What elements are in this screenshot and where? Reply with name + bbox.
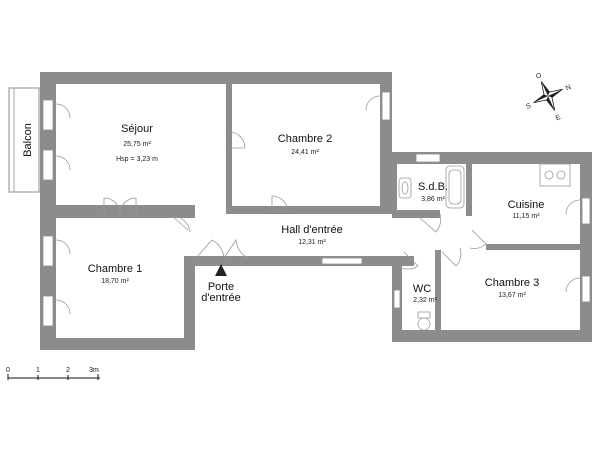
door-hall-cuisine (469, 229, 487, 249)
fixtures (398, 163, 571, 331)
door-hall-wc (401, 251, 419, 270)
room-area-cuisine: 11,15 m² (512, 213, 540, 220)
door-sejour-hall (103, 197, 137, 215)
walls (40, 72, 592, 350)
scale-tick-1: 1 (36, 367, 40, 374)
window-cuisine-right (581, 197, 591, 225)
kitchen-burner-1 (544, 170, 554, 180)
room-name-sejour: Séjour (121, 123, 153, 135)
compass-south: S (525, 102, 532, 110)
scale-tick-3: 3m (89, 367, 99, 374)
room-name-chambre1: Chambre 1 (88, 263, 142, 275)
room-name-cuisine: Cuisine (508, 199, 545, 211)
room-name-sdb: S.d.B. (418, 181, 448, 193)
room-area-wc: 2,32 m² (413, 297, 437, 304)
windows (42, 91, 591, 327)
window-chambre1-upper (42, 235, 54, 267)
room-area-chambre3: 13,67 m² (498, 292, 526, 299)
bathtub-inner (448, 169, 462, 205)
wall-chambre2-bottom (226, 206, 392, 214)
wall-cuisine-bottom (486, 244, 592, 250)
window-wc-left (393, 289, 401, 309)
entrance-label-line2: d'entrée (201, 292, 240, 304)
kitchen-burner-2 (556, 170, 566, 180)
balcony (8, 87, 40, 193)
door-hall-chambre3 (441, 247, 462, 267)
window-chambre3-right (581, 275, 591, 303)
wall-wc-chambre3 (435, 250, 441, 342)
room-area-chambre2: 24,41 m² (291, 149, 319, 156)
door-chambre2-window (365, 95, 381, 111)
room-name-wc: WC (413, 283, 431, 295)
wall-right-top (380, 152, 592, 164)
toilet-bowl (417, 317, 431, 331)
doors (55, 95, 581, 315)
room-name-chambre3: Chambre 3 (485, 277, 539, 289)
room-name-hall: Hall d'entrée (281, 224, 342, 236)
entrance-label-line1: Porte (208, 281, 234, 293)
room-area-sdb: 3,86 m² (421, 196, 445, 203)
room-labels: Séjour 25,75 m² Hsp = 3,23 m Chambre 2 2… (22, 123, 544, 304)
sdb-sink-bowl (401, 181, 409, 195)
window-sejour-top (42, 99, 54, 131)
entrance-arrow-icon (215, 264, 227, 276)
wall-left-upper (40, 72, 56, 212)
room-area-sejour: 25,75 m² (123, 141, 151, 148)
compass-north: N (565, 84, 573, 92)
wall-sdb-left (392, 164, 397, 214)
door-entrance (195, 238, 249, 259)
door-cuisine-window (565, 199, 581, 215)
door-hall-sdb (419, 213, 442, 233)
wall-sdb-cuisine (466, 152, 472, 216)
room-hsp-sejour: Hsp = 3,23 m (116, 156, 158, 163)
wall-hall-bottom (184, 256, 414, 266)
room-area-chambre1: 18,70 m² (101, 278, 129, 285)
balcony-label: Balcon (22, 123, 34, 157)
wc-tank (417, 311, 431, 319)
door-sejour-window (55, 103, 71, 171)
window-chambre2-right (381, 91, 391, 121)
door-hall-chambre1 (171, 215, 191, 233)
window-chambre1-lower (42, 295, 54, 327)
compass-rose: N E S O (525, 72, 573, 122)
scale-bar: 0 1 2 3m (6, 367, 100, 380)
wall-sejour-chambre1 (40, 205, 195, 218)
wall-left-lower (40, 205, 56, 350)
entrance-marker: Porte d'entrée (201, 264, 241, 304)
wall-chambre1-right (184, 258, 195, 350)
wall-sdb-bottom (392, 210, 440, 218)
door-chambre3-window (565, 277, 581, 293)
room-area-hall: 12,31 m² (298, 239, 326, 246)
wall-bottom-left (40, 338, 195, 350)
window-hall-bottom (321, 257, 363, 265)
door-chambre2-hall (271, 195, 289, 213)
room-name-chambre2: Chambre 2 (278, 133, 332, 145)
window-sejour-mid (42, 149, 54, 181)
wall-right-bottom (392, 330, 592, 342)
scale-tick-0: 0 (6, 367, 10, 374)
door-sejour-chambre2 (228, 131, 246, 149)
compass-west: O (535, 72, 543, 81)
kitchen-counter (539, 163, 571, 187)
window-sdb-top (415, 153, 441, 163)
door-chambre1-window (55, 239, 71, 315)
scale-tick-2: 2 (66, 367, 70, 374)
wall-top-left (40, 72, 392, 84)
compass-east: E (555, 114, 562, 122)
